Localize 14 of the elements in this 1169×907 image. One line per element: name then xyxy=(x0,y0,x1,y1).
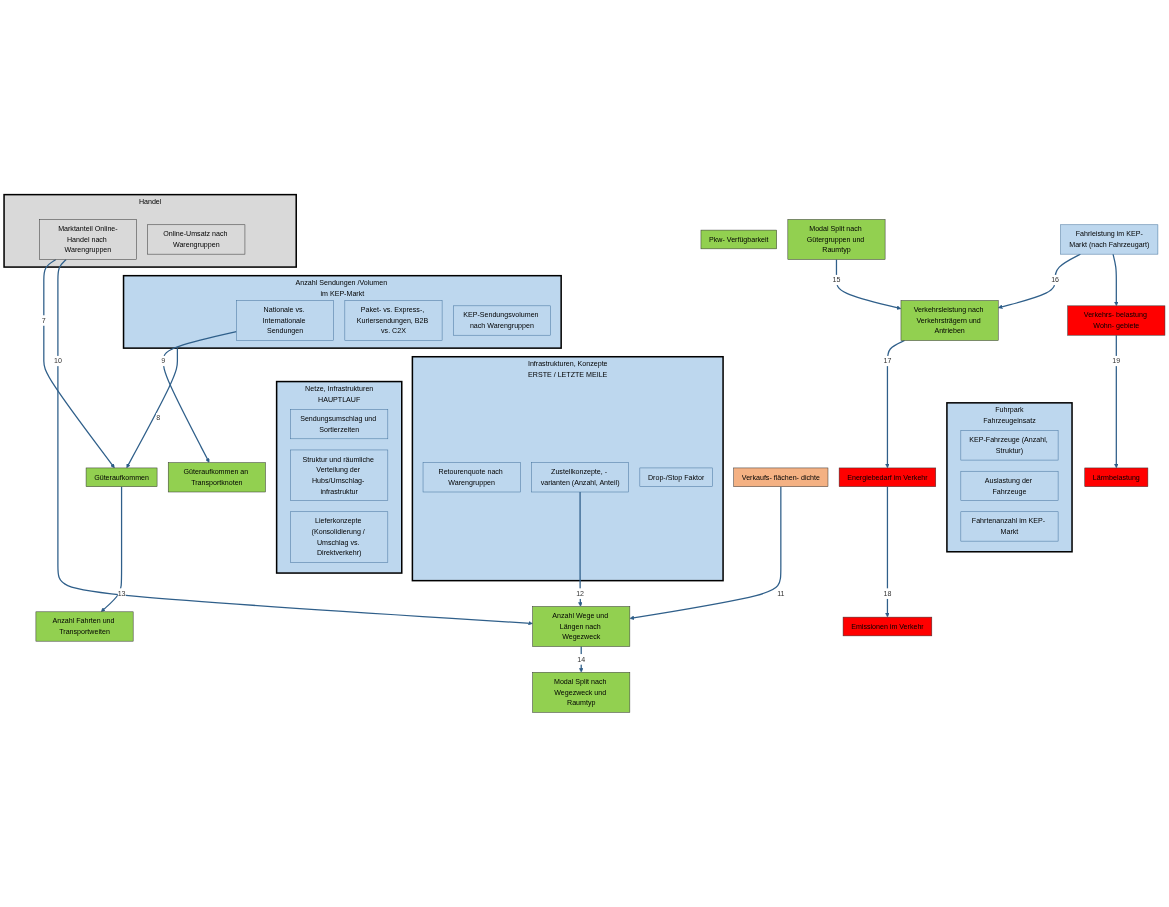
arrow xyxy=(1112,253,1119,307)
arrow xyxy=(885,339,906,469)
arrow xyxy=(57,258,533,626)
arrow xyxy=(579,645,584,673)
arrow xyxy=(43,258,115,469)
arrow xyxy=(629,486,782,620)
arrow xyxy=(998,253,1082,309)
arrow xyxy=(885,486,890,618)
arrow xyxy=(162,330,238,463)
arrow xyxy=(126,347,179,469)
arrow xyxy=(1114,334,1119,469)
arrow xyxy=(100,486,123,612)
arrow xyxy=(578,491,583,607)
arrow xyxy=(835,258,902,310)
